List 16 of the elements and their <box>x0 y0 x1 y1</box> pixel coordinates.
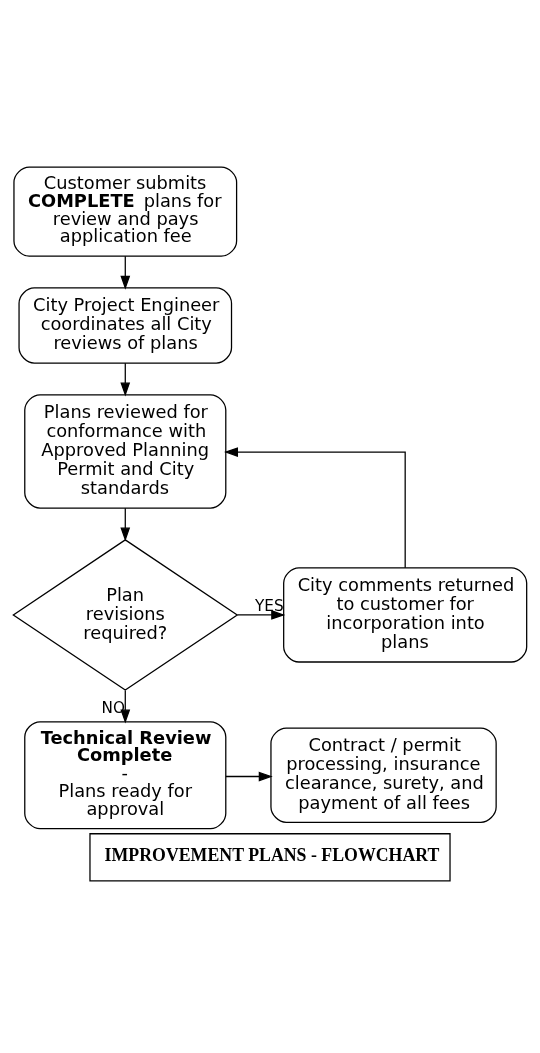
arrow <box>225 771 273 782</box>
arrow <box>120 507 131 542</box>
arrow <box>236 610 286 620</box>
node-box: Technical Review Complete - Plans ready for approval <box>24 721 227 830</box>
edge-label: NO <box>101 698 125 717</box>
node-diamond: Plan revisions required? <box>12 539 239 691</box>
arrow <box>120 362 131 397</box>
edge-label: YES <box>254 596 284 615</box>
node-box: Plans reviewed for conformance with Approved Planning Permit and City standards <box>24 394 227 509</box>
arrow <box>224 447 406 569</box>
arrow <box>120 255 131 290</box>
caption: IMPROVEMENT PLANS - FLOWCHART <box>104 845 440 866</box>
node-box: City Project Engineer coordinates all City reviews of plans <box>18 287 233 364</box>
node-box: City comments returned to customer for incorporation into plans <box>283 567 528 663</box>
node-box: Contract / permit processing, insurance clearance, surety, and payment of all fees <box>270 727 497 823</box>
node-box: Customer submits COMPLETE plans for review and pays application fee <box>13 166 238 257</box>
